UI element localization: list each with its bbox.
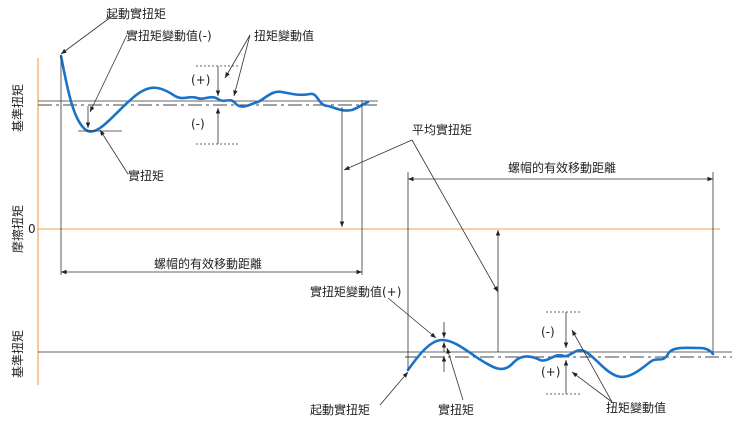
label-travel-top-section: 螺帽的有效移動距離 <box>154 256 262 271</box>
label-friction-torque: 摩擦扭矩 <box>10 205 25 253</box>
top-torque-curve <box>59 54 370 133</box>
label-torque-var-top: 扭矩變動值 <box>254 28 314 43</box>
label-torque-var-neg: 實扭矩變動值(-) <box>126 28 212 43</box>
label-plus-top: (+) <box>191 73 210 87</box>
label-ref-torque-bottom: 基準扭矩 <box>10 330 25 378</box>
label-minus-bottom: (-) <box>541 325 555 339</box>
label-minus-top: (-) <box>191 117 205 131</box>
label-torque-var-bottom: 扭矩變動值 <box>606 400 666 415</box>
label-start-torque-bottom: 起動實扭矩 <box>310 402 370 417</box>
label-avg-torque: 平均實扭矩 <box>412 122 472 137</box>
label-ref-torque-top: 基準扭矩 <box>10 84 25 132</box>
label-real-torque-top: 實扭矩 <box>128 168 164 183</box>
label-torque-var-pos: 實扭矩變動值(+) <box>310 284 401 299</box>
label-travel-bottom-section: 螺帽的有效移動距離 <box>508 160 616 175</box>
label-start-torque-top: 起動實扭矩 <box>106 6 166 21</box>
label-real-torque-bottom: 實扭矩 <box>438 402 474 417</box>
label-plus-bottom: (+) <box>541 365 560 379</box>
label-zero: 0 <box>28 222 36 236</box>
bottom-torque-curve <box>406 338 715 379</box>
